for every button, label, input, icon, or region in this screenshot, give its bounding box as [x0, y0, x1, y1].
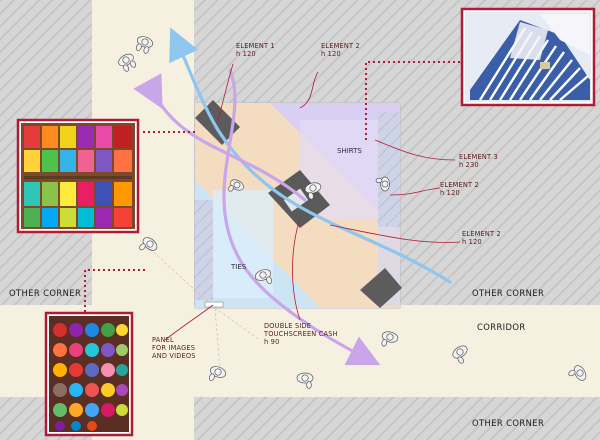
- person-icon: [135, 36, 154, 54]
- person-icon: [228, 179, 244, 192]
- callout-leaders: [164, 63, 461, 341]
- person-icon: [118, 53, 137, 72]
- element2-low-label: ELEMENT 2: [462, 230, 501, 238]
- shirt-photo: [460, 7, 596, 107]
- other-corner-right: OTHER CORNER: [472, 288, 544, 298]
- photo-callouts: [84, 61, 462, 315]
- shirts-label: SHIRTS: [337, 147, 362, 155]
- other-corner-bottom: OTHER CORNER: [472, 418, 544, 428]
- corridor-label: CORRIDOR: [477, 322, 526, 332]
- person-icon: [254, 269, 273, 284]
- person-icon: [296, 372, 314, 389]
- cash-label-2: TOUCHSCREEN CASH: [263, 330, 338, 338]
- element1-label: ELEMENT 1: [236, 42, 275, 50]
- element2-top-height: h 120: [321, 50, 341, 58]
- person-icon: [139, 237, 158, 251]
- element2-mid-height: h 120: [440, 189, 460, 197]
- person-icon: [304, 182, 322, 200]
- tie-shelf-photo: [16, 118, 140, 234]
- other-corner-left: OTHER CORNER: [9, 288, 81, 298]
- person-icon: [568, 365, 587, 381]
- element2-fixture: [360, 268, 402, 308]
- element1-height: h 120: [236, 50, 256, 58]
- annotations: ELEMENT 1 h 120 ELEMENT 2 h 120 SHIRTS T…: [9, 42, 544, 428]
- panel-label-2: FOR IMAGES: [152, 344, 195, 352]
- flow-arrows: [133, 27, 452, 366]
- element2-top-label: ELEMENT 2: [321, 42, 360, 50]
- element3-label: ELEMENT 3: [459, 153, 498, 161]
- panel-label: PANEL: [152, 336, 174, 344]
- cash-label: DOUBLE SIDE: [264, 322, 311, 330]
- video-panel: [204, 301, 224, 308]
- person-icon: [452, 345, 468, 364]
- person-icon: [208, 366, 227, 381]
- cash-label-3: h 90: [264, 338, 279, 346]
- element3-height: h 230: [459, 161, 479, 169]
- element2-low-height: h 120: [462, 238, 482, 246]
- people: [118, 36, 587, 389]
- element2-mid-label: ELEMENT 2: [440, 181, 479, 189]
- panel-label-3: AND VIDEOS: [152, 352, 196, 360]
- element3-wall: [378, 112, 400, 227]
- person-icon: [375, 176, 390, 192]
- person-icon: [381, 331, 399, 347]
- ties-label: TIES: [230, 263, 247, 271]
- tie-rack-photo: [44, 311, 134, 437]
